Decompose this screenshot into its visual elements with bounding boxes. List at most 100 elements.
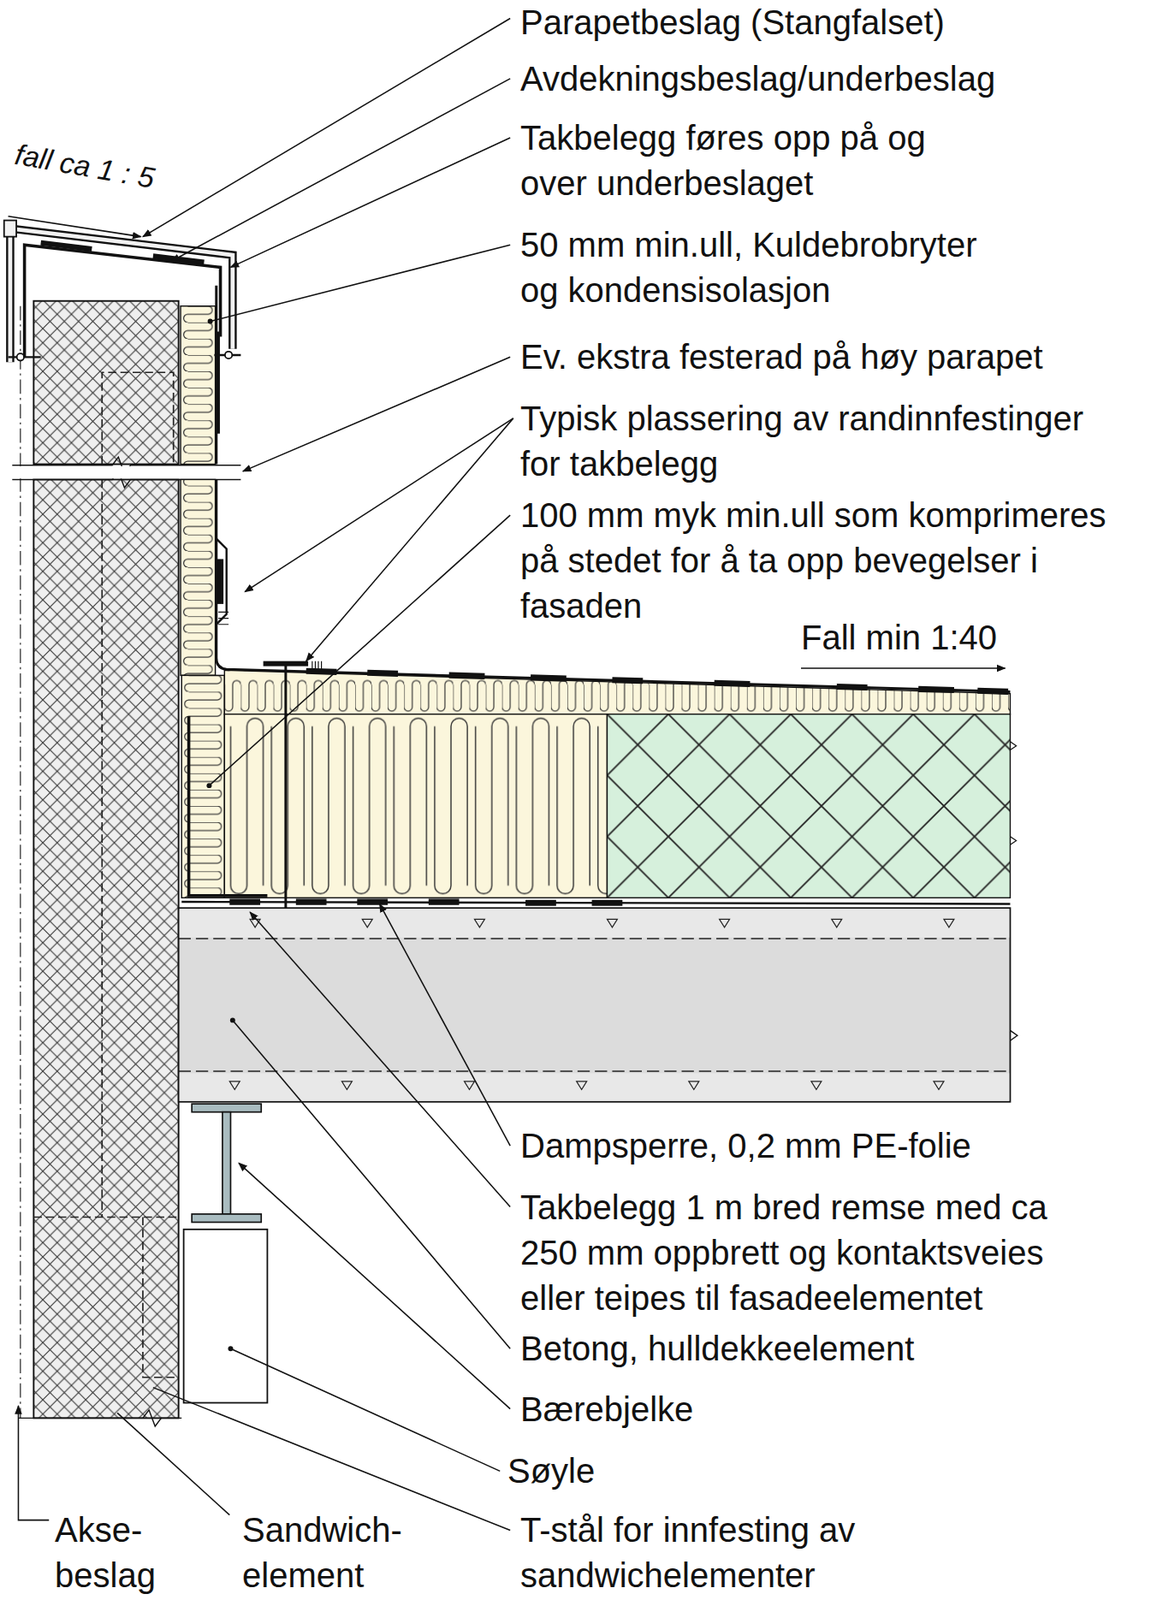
mineral-wool-strip — [217, 558, 224, 604]
parapet-flashing — [8, 355, 242, 357]
parapet-flashing — [225, 351, 232, 359]
callout-label: Takbelegg 1 m bred remse med ca 250 mm o… — [520, 1185, 1103, 1322]
callout-label: 100 mm myk min.ull som komprimeres på st… — [520, 492, 1120, 629]
hollow-core-slab — [178, 938, 1011, 1072]
vapour-barrier — [181, 901, 1010, 904]
hollow-core-slab — [831, 919, 843, 928]
hollow-core-slab — [606, 919, 618, 928]
steel-beam — [191, 1214, 262, 1223]
steel-beam — [191, 1103, 262, 1223]
leader-lines — [244, 418, 514, 593]
callout-label: Betong, hulldekkeelement — [520, 1326, 914, 1372]
leader-lines — [232, 1020, 511, 1349]
callout-label: Avdekningsbeslag/underbeslag — [520, 56, 996, 102]
callout-label: T-stål for innfesting av sandwichelement… — [520, 1507, 932, 1599]
hollow-core-slab — [943, 919, 955, 928]
mineral-wool-strip — [180, 479, 216, 676]
callout-label: Parapetbeslag (Stangfalset) — [520, 0, 945, 46]
leader-dots — [230, 1017, 236, 1023]
hollow-core-slab — [229, 1081, 240, 1091]
leader-dots — [227, 1346, 233, 1352]
sandwich-element — [101, 372, 173, 464]
roof-membrane — [530, 677, 567, 679]
leader-dots — [206, 319, 235, 1353]
hollow-core-slab — [933, 1081, 944, 1091]
roof-insulation — [181, 670, 1016, 898]
leader-lines — [117, 1412, 230, 1515]
callout-label: 50 mm min.ull, Kuldebrobryter og kondens… — [520, 222, 1009, 314]
mineral-wool-strip — [218, 611, 229, 624]
sandwich-element — [17, 1410, 182, 1427]
roof-membrane — [306, 670, 1009, 692]
callout-label: Søyle — [507, 1448, 595, 1495]
hollow-core-slab — [474, 919, 485, 928]
callout-label: Typisk plassering av randinnfestinger fo… — [520, 396, 1120, 487]
leader-lines — [249, 912, 511, 1208]
hollow-core-slab — [719, 919, 730, 928]
roof-insulation — [224, 714, 607, 899]
hollow-core-slab — [464, 1081, 475, 1091]
steel-beam — [191, 1103, 262, 1113]
callout-label: Sandwich- element — [242, 1507, 418, 1599]
sandwich-element — [33, 301, 178, 465]
leader-lines — [379, 903, 511, 1146]
parapet-flashing — [4, 220, 242, 363]
sandwich-element — [11, 466, 241, 479]
leader-lines — [171, 78, 511, 262]
roof-membrane — [306, 670, 338, 672]
leader-lines — [230, 137, 511, 267]
sandwich-element — [33, 479, 178, 1377]
vapour-barrier — [229, 901, 623, 903]
leader-lines — [238, 1162, 511, 1409]
leader-lines — [17, 1406, 49, 1521]
parapet-flashing — [17, 353, 24, 361]
hollow-core-slab — [178, 907, 1011, 1103]
parapet-flashing — [4, 220, 17, 238]
leader-lines — [153, 1388, 511, 1531]
leader-lines — [800, 667, 1005, 670]
hollow-core-slab — [179, 1073, 1009, 1101]
edge-fastener — [263, 661, 322, 950]
leader-lines — [243, 356, 511, 472]
sandwich-element — [33, 479, 178, 1418]
hollow-core-slab — [179, 908, 1009, 938]
callout-label: Dampsperre, 0,2 mm PE-folie — [520, 1123, 972, 1169]
leader-lines — [210, 244, 511, 321]
steel-beam — [222, 1112, 232, 1215]
callout-label: fall ca 1 : 5 — [11, 135, 158, 197]
leader-lines — [8, 216, 142, 238]
leader-dots — [206, 783, 212, 789]
hollow-core-slab — [688, 1081, 700, 1091]
vapour-barrier — [181, 901, 1010, 904]
roof-membrane — [977, 690, 1009, 692]
roof-insulation — [606, 714, 1010, 899]
roof-membrane — [714, 682, 751, 684]
mineral-wool-strip — [180, 306, 216, 465]
parapet-flashing — [10, 228, 233, 362]
hollow-core-slab — [341, 1081, 352, 1091]
edge-fastener — [263, 661, 309, 667]
roof-insulation — [1009, 741, 1016, 845]
mineral-wool-strip — [216, 539, 227, 625]
roof-insulation — [224, 670, 1010, 714]
hollow-core-slab — [576, 1081, 588, 1091]
leader-dots — [207, 319, 214, 325]
callout-label: Takbelegg føres opp på og over underbesl… — [520, 115, 966, 207]
leader-lines — [230, 1348, 500, 1472]
parapet-flashing — [10, 228, 233, 362]
callout-label: Bærebjelke — [520, 1387, 694, 1433]
column — [183, 1229, 268, 1404]
leader-lines — [142, 17, 511, 237]
hollow-core-slab — [811, 1081, 822, 1091]
leader-lines — [208, 515, 511, 786]
callout-label: Akse- beslag — [54, 1507, 167, 1599]
hollow-core-slab — [361, 919, 373, 928]
roof-membrane — [367, 672, 398, 674]
callout-label: Fall min 1:40 — [800, 615, 997, 661]
hollow-core-slab — [178, 907, 1018, 1103]
roof-membrane — [611, 680, 643, 682]
roof-membrane — [449, 675, 486, 677]
edge-fastener — [312, 661, 322, 671]
roof-membrane — [918, 688, 955, 690]
